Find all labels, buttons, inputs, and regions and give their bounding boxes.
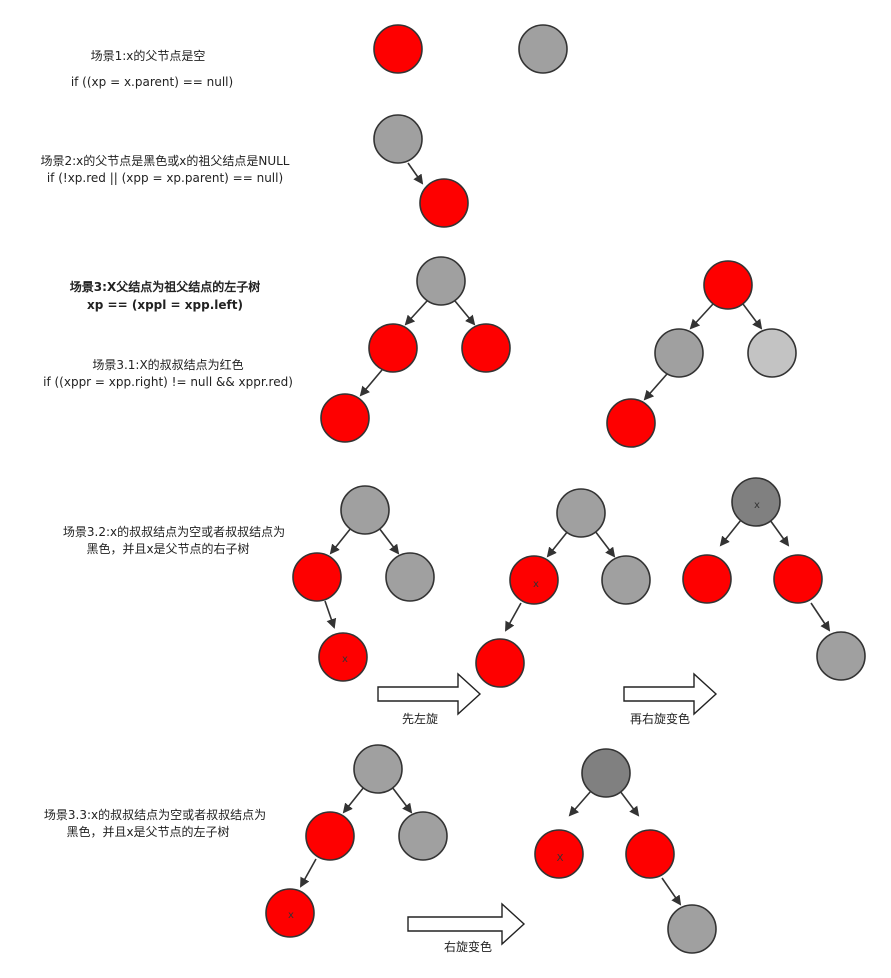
s32b-edge-left [546,530,569,558]
s3-title: 场景3:X父结点为祖父结点的左子树 [70,279,260,294]
s32a-grandparent-node [340,485,390,535]
s33-arrow-rotate-right [407,902,526,946]
s32a-edge-left [329,527,352,555]
s31a-x-node [320,393,370,443]
s33a-edge-leftleft [300,858,317,888]
s32-arrow-rotate-left [377,672,482,716]
s33b-edge-right [619,790,640,817]
s31-code: if ((xppr = xpp.right) != null && xppr.r… [43,375,293,389]
s32b-x-label: x [533,579,539,590]
s31b-uncle-node [747,328,797,378]
s32a-edge-right [378,527,400,555]
s31b-grandparent-node [703,260,753,310]
s33a-uncle-node [398,811,448,861]
s32c-right-node [773,554,823,604]
s33-line2: 黑色，并且x是父节点的左子树 [66,824,229,839]
s31b-edge-right [742,303,763,330]
s32-line1: 场景3.2:x的叔叔结点为空或者叔叔结点为 [63,524,285,539]
s32b-x-node [509,555,559,605]
s33b-grandparent-node [625,829,675,879]
s32c-uncle-node [816,631,866,681]
s2-code: if (!xp.red || (xpp = xp.parent) == null… [47,171,283,185]
s33a-edge-left [342,786,365,814]
s31a-uncle-node [461,323,511,373]
s33b-edge-left [568,790,592,817]
s33-line1: 场景3.3:x的叔叔结点为空或者叔叔结点为 [44,807,266,822]
s33a-grandparent-node [353,744,403,794]
s33b-edge-rightright [661,877,682,906]
s1-gray-node [518,24,568,74]
s32-arrow2-label: 再右旋变色 [630,711,690,726]
s31a-grandparent-node [416,256,466,306]
s1-title: 场景1:x的父节点是空 [91,48,206,63]
s33b-uncle-node [667,904,717,954]
s32b-grandparent-node [556,488,606,538]
s32a-edge-leftright [324,600,337,629]
s33a-x-node [265,888,315,938]
s31b-x-node [606,398,656,448]
s33b-x-node [534,829,584,879]
s33b-x-label: X [557,853,564,864]
s33a-edge-right [391,786,413,814]
s31b-edge-left [689,303,714,330]
s1-red-node [373,24,423,74]
s2-edge [407,162,424,185]
s32-arrow-rotate-right [623,672,718,716]
s31a-edge-leftleft [359,369,383,397]
s32-arrow1-label: 先左旋 [402,711,438,726]
s32c-edge-rightright [810,602,831,632]
s32c-x-label: x [754,500,760,511]
s32b-edge-leftleft [505,602,522,632]
s32b-edge-right [594,530,616,558]
s32a-x-label: x [342,654,348,665]
s32a-parent-node [292,552,342,602]
s32a-uncle-node [385,552,435,602]
s3-code: xp == (xppl = xpp.left) [87,298,243,312]
s32c-edge-left [719,519,742,547]
s33a-x-label: x [288,910,294,921]
s33a-parent-node [305,811,355,861]
s31b-edge-leftleft [643,373,668,401]
s31a-edge-right [454,300,476,326]
s2-title: 场景2:x的父节点是黑色或x的祖父结点是NULL [40,153,289,168]
s32a-x-node [318,632,368,682]
s2-parent-node [373,114,423,164]
s31-title: 场景3.1:X的叔叔结点为红色 [92,357,243,372]
s32-line2: 黑色，并且x是父节点的右子树 [86,541,249,556]
s32b-uncle-node [601,555,651,605]
s31b-parent-node [654,328,704,378]
s32c-left-node [682,554,732,604]
s1-code: if ((xp = x.parent) == null) [71,75,233,89]
s31a-edge-left [404,300,428,326]
s33-arrow-label: 右旋变色 [444,939,492,954]
s32c-x-node [731,477,781,527]
s32b-parent-node [475,638,525,688]
s32c-edge-right [769,519,790,547]
s2-child-node [419,178,469,228]
s33b-parent-node [581,748,631,798]
s31a-parent-node [368,323,418,373]
